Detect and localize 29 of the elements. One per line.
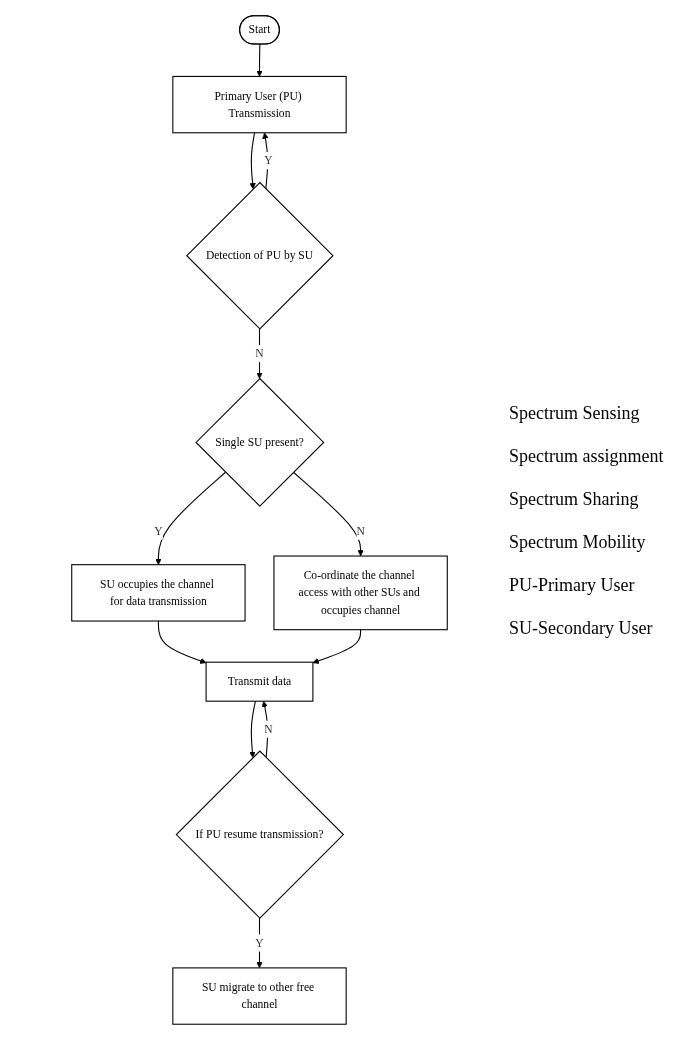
edge-label: N [356,524,365,537]
node-diamond: Detection of PU by SU [186,181,334,330]
side-note: Spectrum Sharing [509,488,640,510]
arrow [256,43,263,77]
edge-label: N [264,722,273,735]
side-note: Spectrum Mobility [509,531,647,553]
node-diamond: Single SU present? [195,377,325,507]
node-box: Primary User (PU) Transmission [172,75,347,134]
arrow [155,471,227,565]
arrow [256,328,263,379]
arrow [292,471,364,557]
side-note: Spectrum assignment [509,445,665,467]
side-note: Spectrum Sensing [509,402,641,424]
node-box: SU migrate to other free channel [172,967,347,1025]
node-diamond: If PU resume transmission? [175,750,345,919]
arrow [157,620,207,664]
side-note: SU-Secondary User [509,617,654,639]
node-box: SU occupies the channel for data transmission [71,564,246,622]
side-note: PU-Primary User [509,574,636,596]
arrow [249,700,256,758]
arrow [256,917,263,969]
edge-label: Y [154,524,163,537]
edge-label: N [255,347,264,360]
node-box: Co-ordinate the channel access with other SUs and occupies channel [273,555,448,631]
arrow [249,132,256,190]
arrow [312,629,362,664]
edge-label: Y [255,936,264,949]
node-box: Transmit data [205,661,314,702]
edge-label: Y [264,154,273,167]
